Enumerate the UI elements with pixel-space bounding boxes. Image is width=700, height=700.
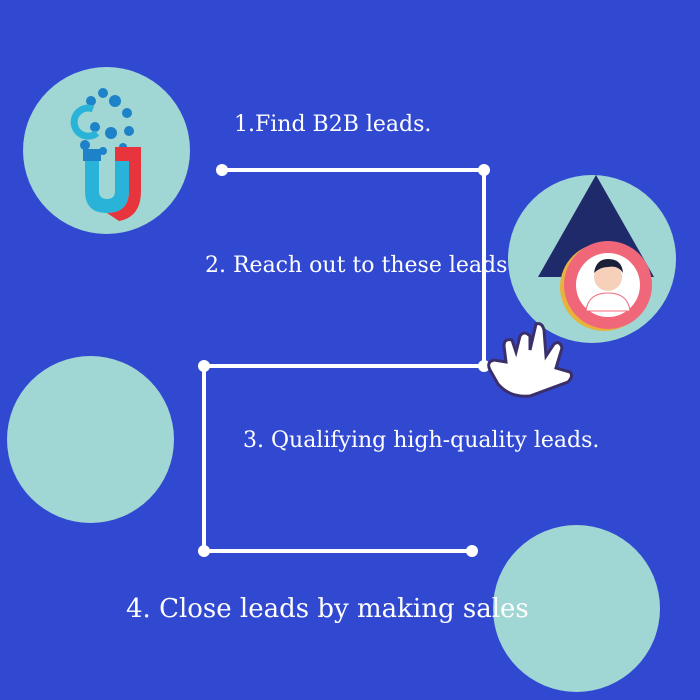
magnet-icon [70, 88, 141, 221]
connector-node [478, 164, 490, 176]
connector-line [202, 168, 486, 553]
hand-pointer-icon [487, 322, 574, 398]
connector-node [198, 360, 210, 372]
step-1-label: 1.Find B2B leads. [234, 112, 432, 137]
step-3-circle [7, 356, 174, 523]
step-2-circle [508, 175, 676, 343]
connector-node [198, 545, 210, 557]
step-3-label: 3. Qualifying high-quality leads. [243, 428, 600, 453]
step-1-circle [23, 67, 190, 234]
step-2-label: 2. Reach out to these leads [205, 253, 508, 278]
connector-node [478, 360, 490, 372]
connector-node [216, 164, 228, 176]
connector-node [466, 545, 478, 557]
user-profile-icon [538, 175, 654, 331]
step-4-circle [493, 525, 660, 692]
step-4-label: 4. Close leads by making sales [126, 594, 529, 624]
